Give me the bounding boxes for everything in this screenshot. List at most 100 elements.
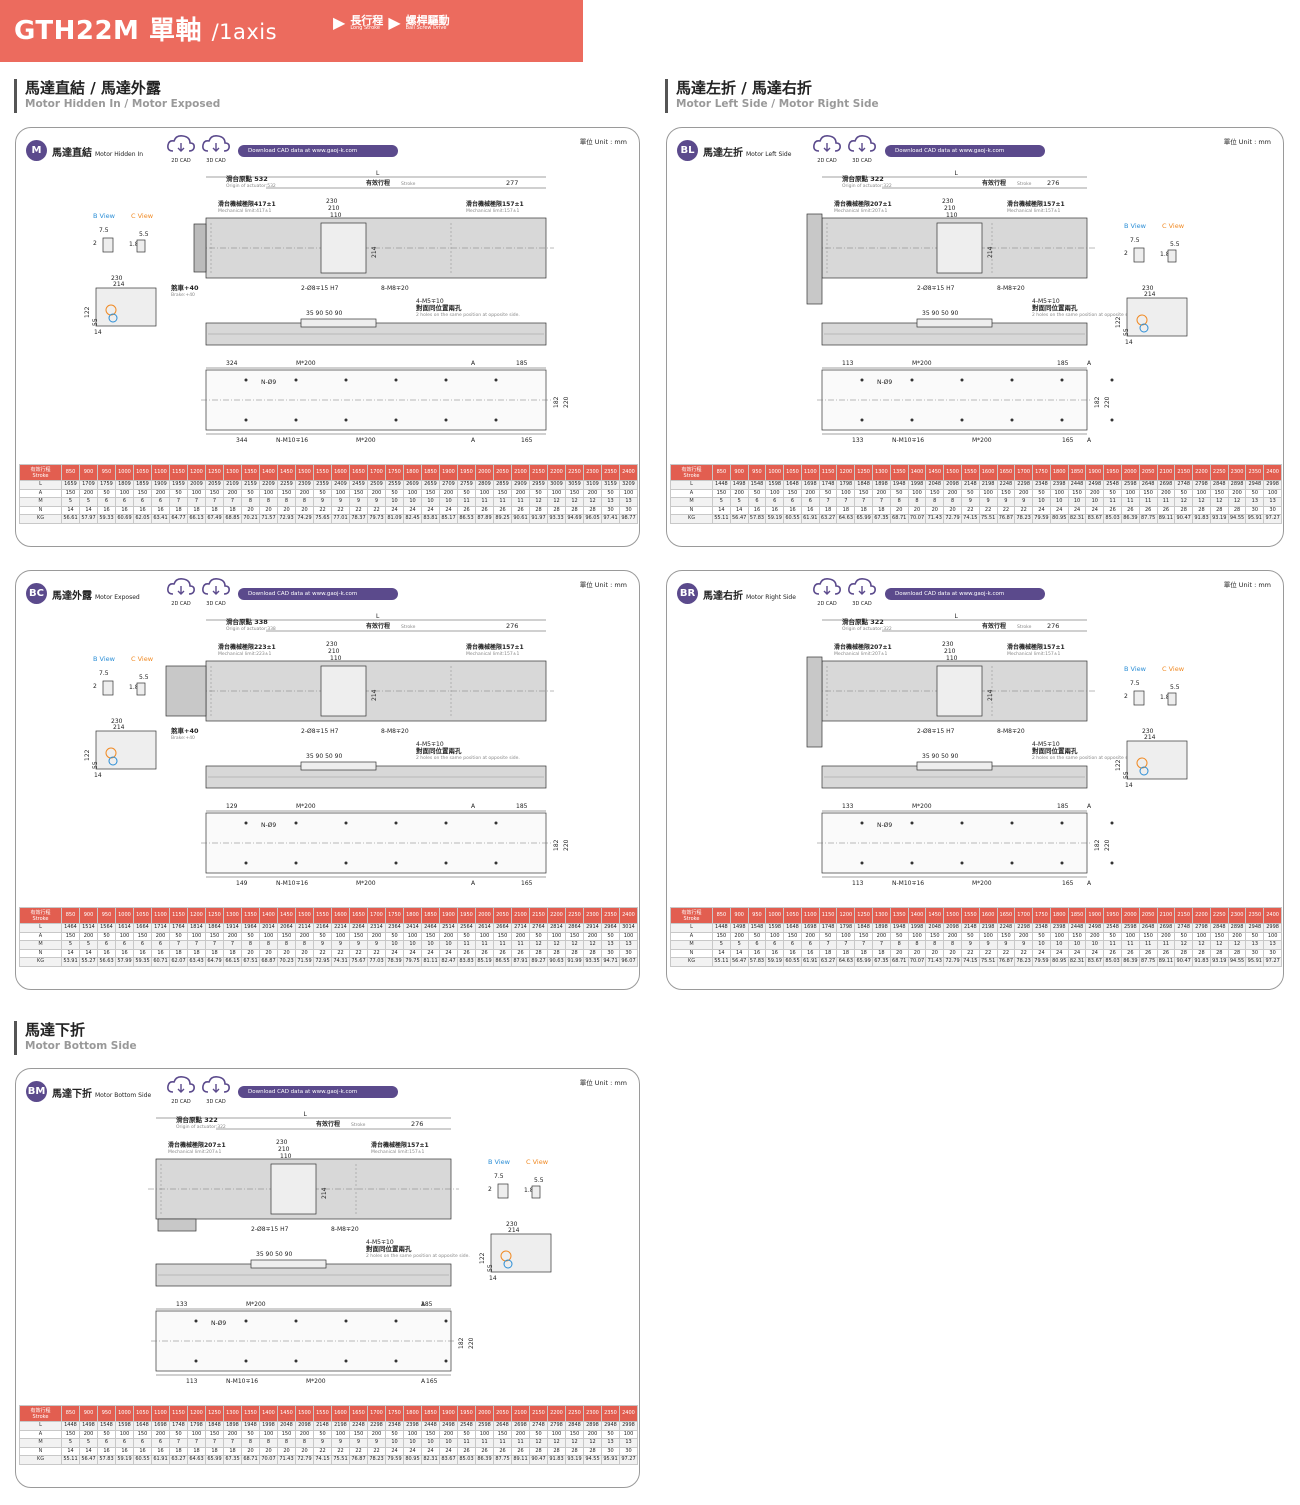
table-cell: 60.55: [133, 1455, 152, 1465]
row-label: KG: [19, 514, 62, 524]
cad-2d-download-button[interactable]: 2D CAD: [166, 134, 196, 164]
table-cell: 2314: [367, 923, 386, 933]
dim-label: Stroke: [1017, 181, 1032, 187]
cad-3d-download-button[interactable]: 3D CAD: [201, 134, 231, 164]
cad-3d-download-button[interactable]: 3D CAD: [847, 577, 877, 607]
mount-hole: [194, 1359, 198, 1363]
table-cell: 20: [889, 505, 909, 515]
table-cell: 1850: [1067, 907, 1087, 924]
table-cell: 1350: [241, 464, 260, 481]
table-cell: 200: [223, 1429, 242, 1439]
dim-label: 4-M5∓10: [416, 298, 444, 305]
cad-2d-download-button[interactable]: 2D CAD: [166, 1075, 196, 1105]
table-cell: 2200: [1192, 464, 1211, 481]
table-cell: 22: [331, 948, 350, 958]
table-cell: 150: [1209, 931, 1229, 941]
mech-limit-left: 滑台機械極限207±1: [168, 1141, 226, 1149]
table-cell: 8: [295, 940, 314, 950]
table-cell: 12: [1174, 940, 1194, 950]
end-section-view: [490, 1233, 552, 1273]
table-cell: 1400: [907, 907, 927, 924]
dim-label: 8-M8∓20: [381, 285, 409, 292]
dim-label: 1.8: [1160, 251, 1170, 258]
table-cell: 14: [712, 505, 731, 515]
table-cell: 9: [331, 1438, 350, 1448]
mount-hole: [394, 1359, 398, 1363]
mount-hole: [1060, 861, 1064, 865]
row-label: N: [670, 505, 713, 515]
row-label: N: [670, 948, 713, 958]
download-cad-link[interactable]: Download CAD data at www.gaoj-k.com: [885, 588, 1045, 600]
table-cell: 50: [1174, 931, 1194, 941]
table-cell: 1548: [747, 480, 767, 490]
dim-label: 133: [842, 803, 854, 810]
table-cell: 9: [313, 1438, 332, 1448]
dim-label: 35 90 50 90: [256, 1251, 292, 1258]
dim-label: 165: [1062, 880, 1074, 887]
table-cell: 100: [331, 931, 350, 941]
download-cad-link[interactable]: Download CAD data at www.gaoj-k.com: [238, 1086, 398, 1098]
table-cell: 28: [529, 505, 548, 515]
dim-label: 230: [111, 275, 123, 282]
table-cell: 1950: [457, 1405, 476, 1422]
dim-label: 1.8: [129, 684, 139, 691]
b-view-profile: [102, 237, 114, 253]
dim-label: 2 holes on the same position at opposite…: [416, 755, 520, 761]
cad-2d-download-button[interactable]: 2D CAD: [812, 134, 842, 164]
cad-3d-download-button[interactable]: 3D CAD: [847, 134, 877, 164]
cad-3d-download-button[interactable]: 3D CAD: [201, 1075, 231, 1105]
table-cell: 22: [349, 1446, 368, 1456]
cad-2d-download-button[interactable]: 2D CAD: [166, 577, 196, 607]
table-cell: 9: [978, 497, 998, 507]
table-cell: 150: [205, 1429, 224, 1439]
mount-hole: [960, 378, 964, 382]
table-cell: 200: [367, 488, 386, 498]
table-cell: 7: [223, 497, 242, 507]
table-cell: 2350: [601, 1405, 620, 1422]
table-cell: 1998: [259, 1421, 278, 1431]
table-cell: 30: [1263, 505, 1282, 515]
cad-2d-download-button[interactable]: 2D CAD: [812, 577, 842, 607]
table-cell: 7: [223, 940, 242, 950]
table-cell: 50: [97, 931, 116, 941]
table-cell: 66.13: [187, 514, 206, 524]
table-cell: 16: [115, 505, 134, 515]
dim-label: 230: [942, 641, 954, 648]
table-cell: 2998: [1263, 480, 1282, 490]
table-cell: 1600: [978, 907, 998, 924]
c-view-label: C View: [1162, 665, 1185, 673]
table-cell: 950: [97, 1405, 116, 1422]
table-cell: 1950: [457, 907, 476, 924]
dim-L: L: [955, 170, 959, 177]
table-cell: 12: [547, 497, 566, 507]
table-cell: 26: [493, 1446, 512, 1456]
table-cell: 57.97: [79, 514, 98, 524]
table-cell: 7: [836, 940, 856, 950]
table-cell: 100: [1120, 931, 1140, 941]
table-cell: 2098: [943, 923, 962, 933]
table-cell: 71.59: [295, 957, 314, 967]
mech-limit-left: 滑台機械極限207±1: [834, 643, 892, 651]
download-cad-link[interactable]: Download CAD data at www.gaoj-k.com: [885, 145, 1045, 157]
module-badge: BM: [26, 1081, 47, 1102]
table-cell: 8: [925, 940, 945, 950]
cad-3d-download-button[interactable]: 3D CAD: [201, 577, 231, 607]
table-cell: 900: [79, 464, 98, 481]
table-cell: 83.67: [1085, 957, 1105, 967]
row-label: N: [19, 505, 62, 515]
table-cell: 2198: [978, 480, 998, 490]
table-cell: 150: [996, 931, 1016, 941]
download-cad-link[interactable]: Download CAD data at www.gaoj-k.com: [238, 145, 398, 157]
table-cell: 6: [133, 940, 152, 950]
table-cell: 100: [331, 1429, 350, 1439]
download-cad-link[interactable]: Download CAD data at www.gaoj-k.com: [238, 588, 398, 600]
table-cell: 65.99: [205, 1455, 224, 1465]
mount-hole: [344, 418, 348, 422]
table-cell: 1800: [1049, 464, 1069, 481]
